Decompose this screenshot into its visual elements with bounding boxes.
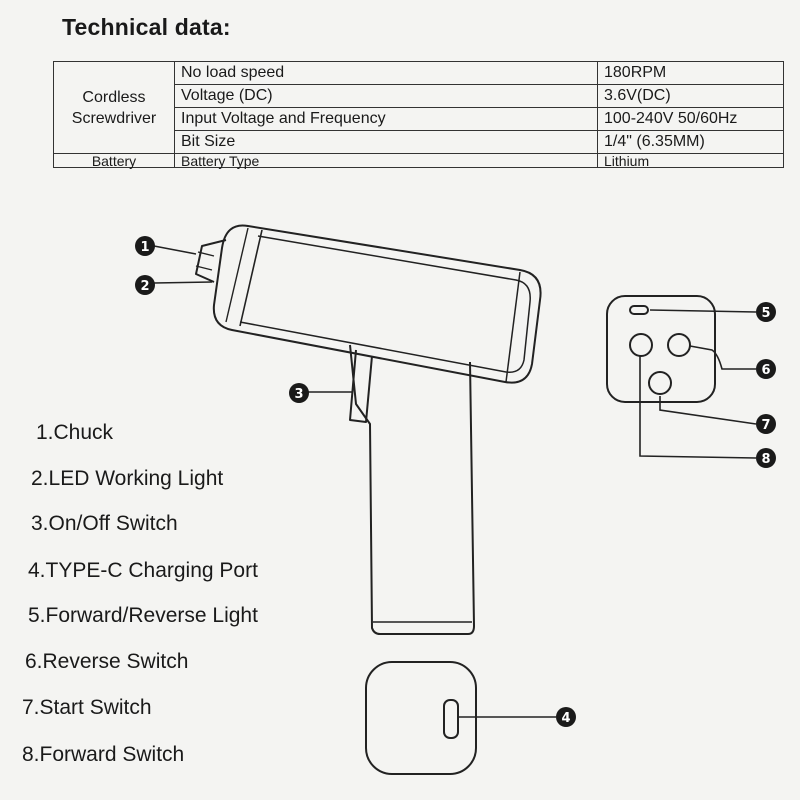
callout-3: 3 — [289, 383, 309, 403]
rear-control-panel — [606, 295, 716, 403]
svg-text:4: 4 — [561, 711, 570, 726]
param-cell: Input Voltage and Frequency — [174, 107, 598, 131]
legend-item-charging-port: 4.TYPE-C Charging Port — [28, 559, 258, 582]
direction-light-icon — [629, 305, 649, 315]
legend-item-direction-light: 5.Forward/Reverse Light — [28, 604, 258, 627]
chuck-shape — [195, 239, 227, 283]
table-row: Battery Battery Type Lithium — [53, 153, 784, 168]
svg-text:1: 1 — [140, 240, 149, 255]
svg-text:6: 6 — [761, 363, 770, 378]
value-cell: 1/4" (6.35MM) — [597, 130, 784, 154]
callout-badges: 1 2 3 4 5 6 7 8 — [135, 236, 776, 727]
forward-switch-icon — [667, 333, 691, 357]
legend-item-chuck: 1.Chuck — [36, 421, 114, 444]
value-cell: 100-240V 50/60Hz — [597, 107, 784, 131]
leader-lines — [153, 245, 757, 718]
group-cell-screwdriver: Cordless Screwdriver — [53, 61, 175, 154]
reverse-switch-icon — [629, 333, 653, 357]
param-cell: Voltage (DC) — [174, 84, 598, 108]
svg-text:5: 5 — [761, 306, 770, 321]
start-switch-icon — [648, 371, 672, 395]
legend-item-forward-switch: 8.Forward Switch — [22, 743, 185, 766]
base-view — [365, 661, 477, 775]
legend-item-on-off-switch: 3.On/Off Switch — [31, 512, 178, 535]
legend-item-led-light: 2.LED Working Light — [31, 467, 224, 490]
svg-text:7: 7 — [761, 418, 770, 433]
callout-1: 1 — [135, 236, 155, 256]
callout-4: 4 — [556, 707, 576, 727]
callout-8: 8 — [756, 448, 776, 468]
callout-6: 6 — [756, 359, 776, 379]
svg-text:8: 8 — [761, 452, 770, 467]
handle-shape — [349, 344, 475, 635]
svg-text:2: 2 — [140, 279, 149, 294]
callout-5: 5 — [756, 302, 776, 322]
value-cell: Lithium — [597, 153, 784, 168]
technical-data-table: Cordless Screwdriver No load speed 180RP… — [53, 61, 784, 168]
trigger-shape — [349, 349, 373, 423]
table-row: Voltage (DC) 3.6V(DC) — [54, 84, 784, 108]
callout-2: 2 — [135, 275, 155, 295]
page-title: Technical data: — [62, 14, 231, 40]
callout-7: 7 — [756, 414, 776, 434]
group-cell-battery: Battery — [53, 153, 175, 168]
table-row: Input Voltage and Frequency 100-240V 50/… — [54, 107, 784, 131]
legend-item-reverse-switch: 6.Reverse Switch — [25, 650, 189, 673]
usb-c-port-icon — [443, 699, 459, 739]
svg-text:3: 3 — [294, 387, 303, 402]
screwdriver-body — [212, 224, 542, 384]
legend-item-start-switch: 7.Start Switch — [22, 696, 152, 719]
param-cell: Battery Type — [174, 153, 598, 168]
